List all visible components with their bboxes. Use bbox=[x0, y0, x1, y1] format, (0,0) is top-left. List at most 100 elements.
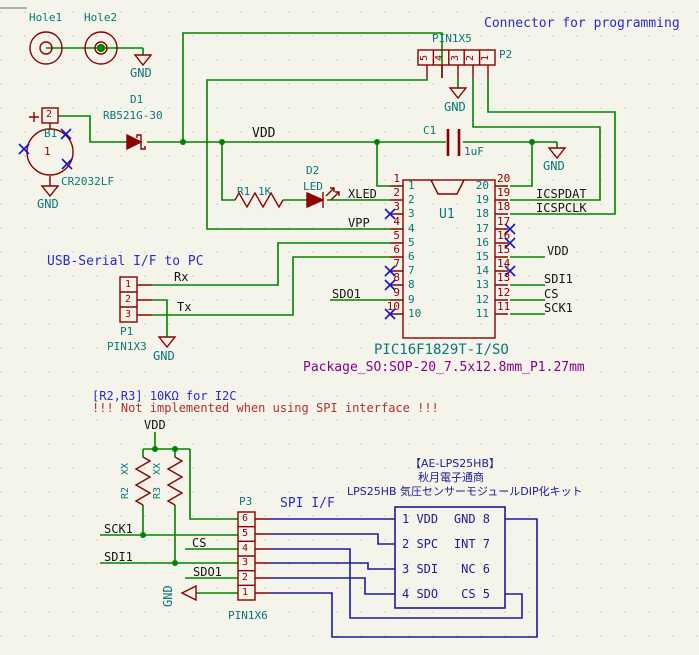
module-pin-label: 4 SDO bbox=[402, 587, 439, 601]
c1-ref: C1 bbox=[423, 124, 437, 137]
no-connect-marks bbox=[18, 128, 516, 320]
lps25hb-module-box[interactable] bbox=[394, 506, 506, 609]
pin-number: 10 bbox=[386, 300, 400, 313]
pin-number: 8 bbox=[408, 278, 415, 291]
pin-number: 14 bbox=[497, 257, 511, 270]
pin-number: 9 bbox=[393, 286, 400, 299]
r3-ref: R3 bbox=[152, 486, 163, 499]
vdd-net-label: VDD bbox=[252, 126, 276, 141]
hole2-label: Hole2 bbox=[84, 11, 118, 24]
pin-number: 13 bbox=[475, 278, 489, 291]
d1-ref: D1 bbox=[130, 93, 144, 106]
vpp-net-label: VPP bbox=[348, 216, 370, 230]
u1-chip-symbol[interactable] bbox=[390, 179, 508, 339]
vdd-net-label-bottom: VDD bbox=[144, 418, 166, 432]
pin-number: 16 bbox=[497, 229, 511, 242]
pin-number: 12 bbox=[475, 293, 489, 306]
pin-number: 13 bbox=[497, 271, 511, 284]
pin-number: 15 bbox=[475, 250, 489, 263]
sck1-net-label: SCK1 bbox=[104, 522, 133, 536]
hole2-plated-dot bbox=[97, 44, 105, 52]
r3-resistor-symbol[interactable] bbox=[166, 456, 184, 506]
pin-number: 3 bbox=[393, 200, 400, 213]
hole1-symbol[interactable] bbox=[29, 31, 63, 65]
gnd-symbols[interactable] bbox=[40, 54, 567, 602]
u1-value: PIC16F1829T-I/SO bbox=[374, 342, 509, 358]
pin-number: 6 bbox=[408, 250, 415, 263]
pin-number: 16 bbox=[475, 236, 489, 249]
d2-led-symbol[interactable] bbox=[306, 187, 340, 209]
u1-ref: U1 bbox=[439, 207, 455, 222]
module-pin-label: CS 5 bbox=[461, 587, 490, 601]
tx-net-label: Tx bbox=[177, 300, 192, 314]
r1-resistor-symbol[interactable] bbox=[234, 191, 284, 209]
pin-number: 6 bbox=[242, 513, 249, 524]
battery-symbol[interactable] bbox=[26, 107, 74, 176]
pin-number: 11 bbox=[497, 300, 511, 313]
sck1-net-label-right: SCK1 bbox=[544, 301, 573, 315]
r3-value: XX bbox=[152, 462, 163, 475]
note-spi-warning: !!! Not implemented when using SPI inter… bbox=[92, 401, 439, 415]
pin-number: 3 bbox=[408, 207, 415, 220]
pin-number: 2 bbox=[242, 572, 249, 583]
gnd-label-p1: GND bbox=[153, 349, 175, 363]
b1-value: CR2032LF bbox=[61, 175, 114, 188]
module-pin-label: GND 8 bbox=[453, 512, 490, 526]
pin-number: 3 bbox=[242, 557, 249, 568]
sdi1-net-label-right: SDI1 bbox=[544, 272, 573, 286]
cs-net-label-right: CS bbox=[544, 287, 559, 301]
pin-number: 1 bbox=[408, 179, 415, 192]
module-pin-label: NC 6 bbox=[461, 562, 490, 576]
pin-number: 20 bbox=[497, 172, 511, 185]
gnd-label-c1: GND bbox=[543, 159, 565, 173]
pin-number: 3 bbox=[450, 54, 462, 62]
module-pin-label: 1 VDD bbox=[402, 512, 439, 526]
pin-number: 2 bbox=[46, 109, 53, 120]
pin-number: 15 bbox=[497, 243, 511, 256]
pin-number: 6 bbox=[393, 243, 400, 256]
component-graphics[interactable] bbox=[26, 31, 567, 602]
icspclk-net-label: ICSPCLK bbox=[536, 201, 587, 215]
pin-number: 2 bbox=[125, 294, 132, 305]
pin-number: 4 bbox=[408, 222, 415, 235]
pin-number: 1 bbox=[480, 54, 492, 62]
pin-number: 2 bbox=[393, 186, 400, 199]
vdd-net-label-right: VDD bbox=[547, 244, 569, 258]
pin-number: 2 bbox=[408, 193, 415, 206]
module-pin-label: 2 SPC bbox=[402, 537, 439, 551]
xled-net-label: XLED bbox=[348, 187, 377, 201]
d1-diode-symbol[interactable] bbox=[126, 133, 146, 151]
p2-ref: P2 bbox=[499, 48, 513, 61]
pin-number: 9 bbox=[408, 293, 415, 306]
pin-number: 7 bbox=[408, 264, 415, 277]
pin-number: 17 bbox=[497, 215, 511, 228]
cs-net-label: CS bbox=[192, 536, 207, 550]
pin-number: 7 bbox=[393, 257, 400, 270]
d2-ref: D2 bbox=[306, 164, 320, 177]
module-description: LPS25HB 気圧センサーモジュールDIP化キット bbox=[347, 485, 583, 498]
p2-connector-symbol[interactable] bbox=[417, 49, 496, 78]
pin-number: 18 bbox=[497, 200, 511, 213]
b1-ref: B1 bbox=[44, 127, 58, 140]
d1-value: RB521G-30 bbox=[103, 109, 163, 122]
pin-number: 1 bbox=[44, 145, 51, 158]
pin-number: 18 bbox=[475, 207, 489, 220]
hole2-symbol[interactable] bbox=[84, 31, 118, 65]
r2-resistor-symbol[interactable] bbox=[134, 456, 152, 506]
c1-value: 1uF bbox=[464, 145, 484, 158]
pin-number: 12 bbox=[497, 286, 511, 299]
sdo1-net-label: SDO1 bbox=[193, 565, 222, 579]
note-programming: Connector for programming bbox=[484, 16, 680, 31]
pin-number: 8 bbox=[393, 271, 400, 284]
p3-connector-symbol[interactable] bbox=[237, 511, 270, 601]
p1-connector-symbol[interactable] bbox=[119, 276, 152, 323]
icspdat-net-label: ICSPDAT bbox=[536, 187, 587, 201]
pin-number: 5 bbox=[242, 528, 249, 539]
r2-value: XX bbox=[120, 462, 131, 475]
pin-number: 5 bbox=[408, 236, 415, 249]
c1-capacitor-symbol[interactable] bbox=[446, 129, 461, 156]
pin-number: 4 bbox=[242, 543, 249, 554]
pin-number: 5 bbox=[419, 54, 431, 62]
p3-value: PIN1X6 bbox=[228, 609, 268, 622]
